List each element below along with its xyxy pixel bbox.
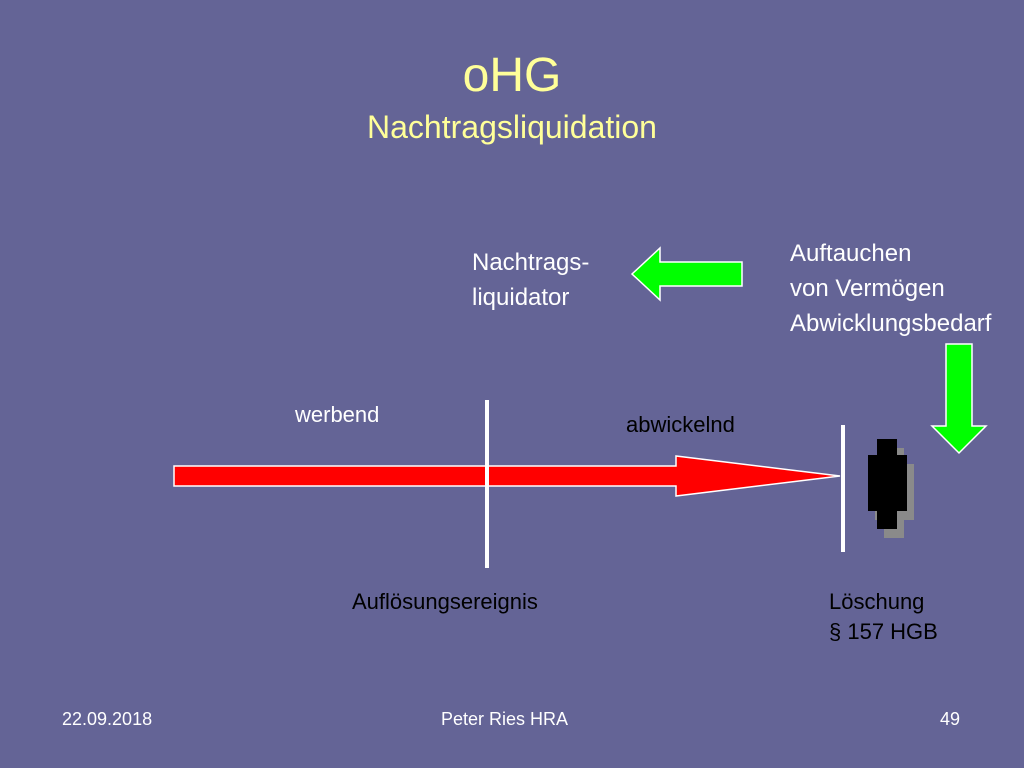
dissolution-label: Auflösungsereignis	[352, 589, 538, 614]
footer-author: Peter Ries HRA	[441, 709, 569, 729]
abwickelnd-label: abwickelnd	[626, 412, 735, 437]
slide-subtitle: Nachtragsliquidation	[367, 109, 657, 145]
slide-title: oHG	[462, 49, 562, 102]
werbend-label: werbend	[295, 402, 380, 427]
event-label-line3: Abwicklungsbedarf	[790, 310, 992, 337]
event-label-line2: von Vermögen	[790, 275, 945, 302]
liquidator-label-line1: Nachtrags-	[472, 249, 590, 276]
deletion-cross-icon	[868, 439, 914, 538]
deletion-label-line1: Löschung	[829, 589, 925, 614]
timeline-arrow	[173, 455, 841, 497]
footer-page-number: 49	[940, 709, 961, 729]
footer-date: 22.09.2018	[62, 709, 153, 729]
liquidator-label-line2: liquidator	[472, 284, 570, 311]
deletion-label-line2: § 157 HGB	[829, 619, 938, 644]
green-left-arrow	[630, 246, 743, 302]
green-down-arrow	[930, 343, 988, 455]
event-label-line1: Auftauchen	[790, 240, 912, 267]
